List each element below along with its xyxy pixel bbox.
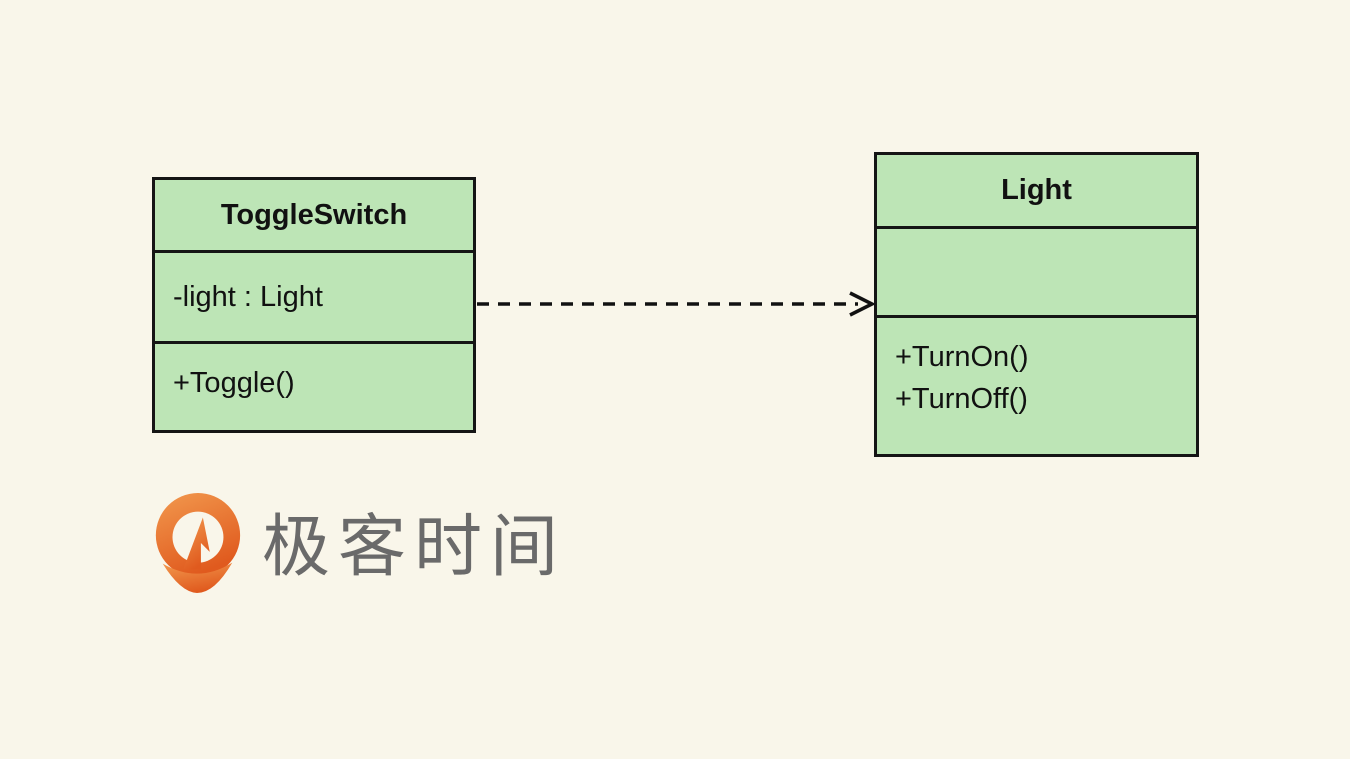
dependency-arrow	[477, 291, 876, 317]
class-attributes-light	[877, 229, 1196, 318]
class-name-toggleswitch: ToggleSwitch	[155, 180, 473, 253]
geektime-logo-text: 极客时间	[262, 509, 567, 585]
geektime-logo-icon	[155, 493, 241, 594]
class-methods-toggleswitch: +Toggle()	[155, 344, 473, 430]
class-method: +Toggle()	[173, 367, 295, 399]
class-node-light: Light +TurnOn() +TurnOff()	[874, 152, 1199, 457]
dependency-arrowhead	[849, 291, 876, 317]
geektime-logo: 极客时间	[148, 490, 566, 600]
class-name-light: Light	[877, 155, 1196, 229]
logo-pin-smile	[162, 562, 233, 594]
class-method: +TurnOn()	[895, 341, 1029, 373]
class-attributes-toggleswitch: -light : Light	[155, 253, 473, 344]
class-node-toggleswitch: ToggleSwitch -light : Light +Toggle()	[152, 177, 476, 433]
class-methods-light: +TurnOn() +TurnOff()	[877, 318, 1196, 454]
class-attribute: -light : Light	[173, 280, 323, 313]
logo-pin-wedge	[183, 517, 210, 570]
class-method: +TurnOff()	[895, 383, 1028, 415]
